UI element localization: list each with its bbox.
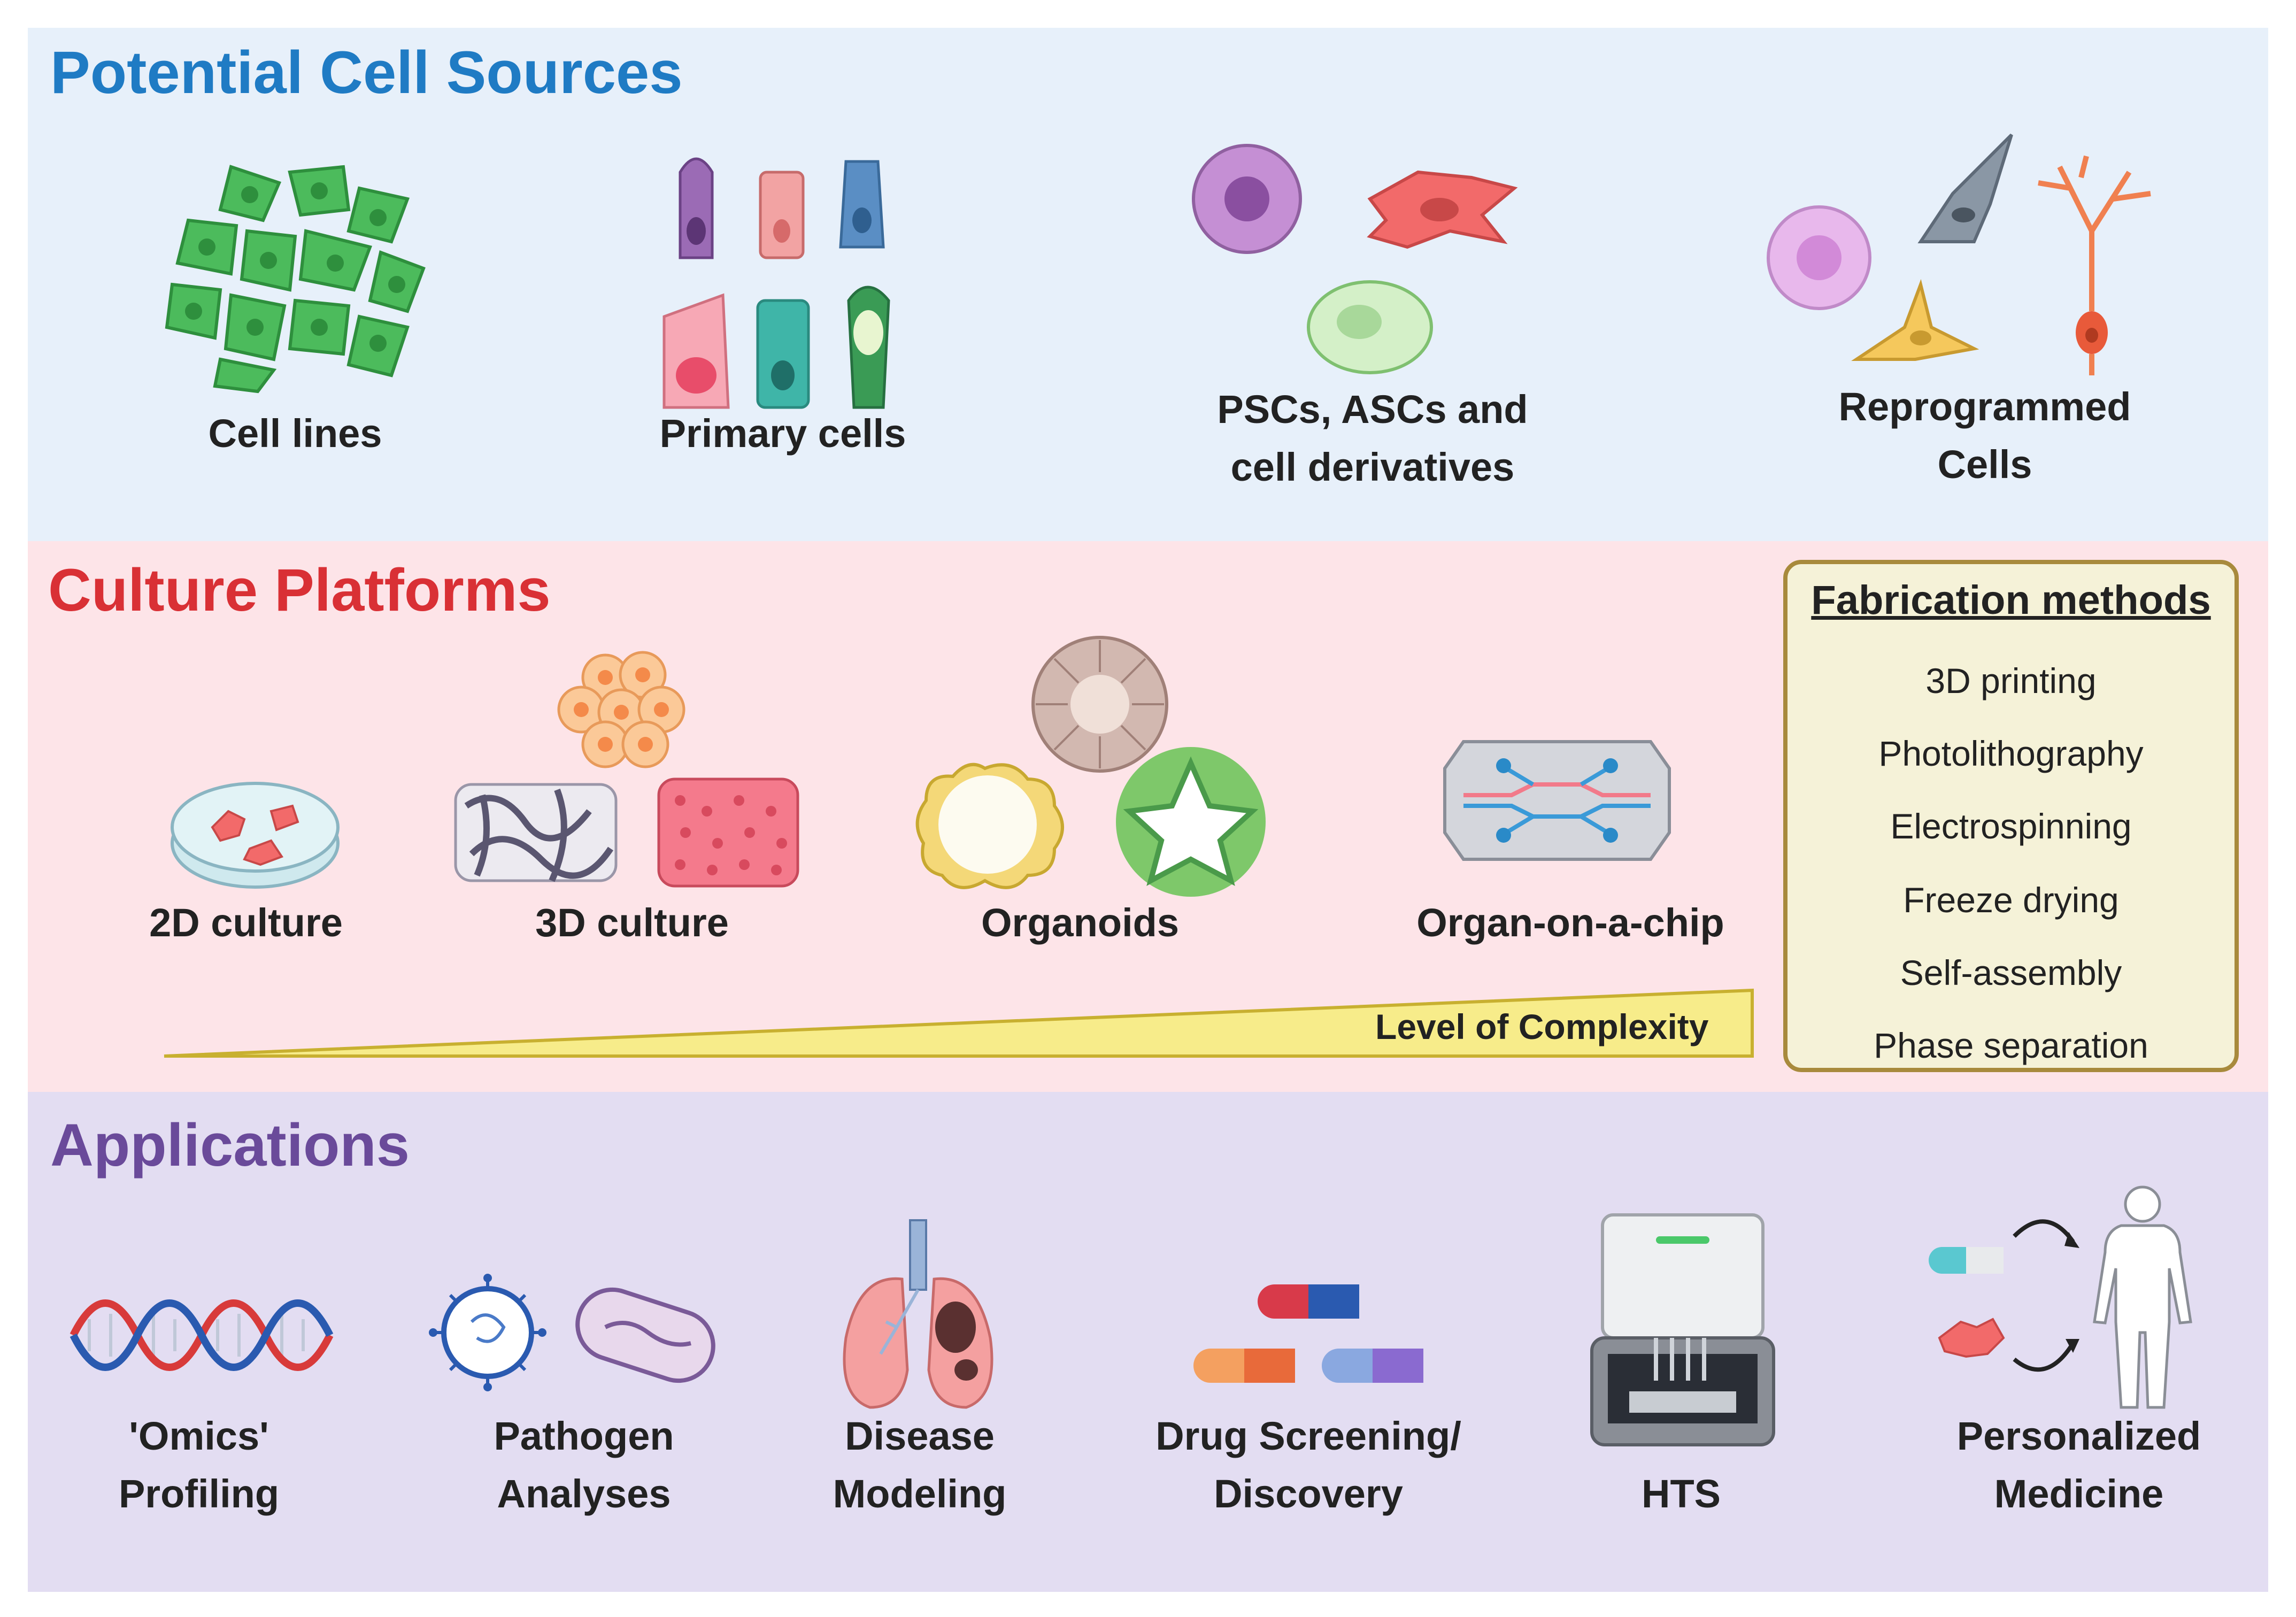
pathogen-icon — [429, 1274, 715, 1391]
reprogrammed-cells-label: Reprogrammed Cells — [1839, 378, 2131, 494]
applications-panel: Applications 'Omics' Profiling Pathogen … — [28, 1092, 2268, 1592]
reprogrammed-cells-label-line1: Reprogrammed — [1838, 384, 2131, 429]
capsules-icon — [1193, 1284, 1423, 1383]
complexity-ramp-icon — [164, 988, 1754, 1058]
organ-on-chip-label: Organ-on-a-chip — [1416, 900, 1724, 945]
primary-cells-icon — [662, 157, 890, 409]
disease-label-line2: Modeling — [833, 1472, 1007, 1516]
stem-cells-label-line2: cell derivatives — [1230, 445, 1515, 489]
drug-label-line1: Drug Screening/ — [1155, 1414, 1461, 1458]
culture-platforms-panel: Culture Platforms 2D culture 3D cu — [28, 541, 2268, 1092]
drug-screening-label: Drug Screening/ Discovery — [1155, 1407, 1461, 1523]
organ-on-chip-icon — [1443, 740, 1671, 861]
complexity-label: Level of Complexity — [1375, 1007, 1709, 1046]
stem-cells-icon — [1192, 144, 1518, 374]
3d-culture-label: 3D culture — [535, 900, 729, 945]
personalized-medicine-icon — [1929, 1185, 2192, 1409]
fabrication-method: Photolithography — [1878, 734, 2144, 773]
fabrication-methods-title: Fabrication methods — [1811, 578, 2211, 623]
organoids-label: Organoids — [981, 900, 1180, 945]
reprogrammed-cells-icon — [1767, 133, 2151, 375]
pathogen-label-line2: Analyses — [497, 1472, 671, 1516]
personalized-label-line1: Personalized — [1956, 1414, 2201, 1458]
dna-helix-icon — [70, 1299, 334, 1371]
drug-label-line2: Discovery — [1214, 1472, 1403, 1516]
applications-title: Applications — [50, 1112, 410, 1179]
stem-cells-label-line1: PSCs, ASCs and — [1217, 387, 1528, 432]
omics-label-line2: Profiling — [118, 1472, 280, 1516]
pathogen-label-line1: Pathogen — [494, 1414, 674, 1458]
organoid-icon — [915, 636, 1266, 897]
hts-machine-icon — [1590, 1213, 1775, 1446]
petri-dish-icon — [171, 782, 340, 889]
cell-lines-label: Cell lines — [208, 411, 382, 456]
pathogen-analyses-label: Pathogen Analyses — [494, 1407, 674, 1523]
cell-line-cluster-icon — [165, 165, 426, 394]
disease-modeling-label: Disease Modeling — [833, 1407, 1007, 1523]
omics-label-line1: 'Omics' — [129, 1414, 269, 1458]
fabrication-method: Freeze drying — [1903, 880, 2119, 920]
culture-platforms-title: Culture Platforms — [48, 557, 551, 623]
stem-cells-label: PSCs, ASCs and cell derivatives — [1217, 381, 1528, 496]
personalized-label-line2: Medicine — [1994, 1472, 2164, 1516]
cell-sources-panel: Potential Cell Sources Cell lines — [28, 28, 2268, 541]
reprogrammed-cells-label-line2: Cells — [1937, 442, 2032, 487]
fabrication-method: Self-assembly — [1900, 953, 2122, 992]
cell-sources-title: Potential Cell Sources — [50, 39, 683, 106]
fabrication-method: 3D printing — [1925, 661, 2097, 700]
2d-culture-label: 2D culture — [149, 900, 343, 945]
fabrication-method: Electrospinning — [1890, 806, 2132, 846]
scaffold-3d-icon — [454, 651, 799, 888]
disease-label-line1: Disease — [845, 1414, 995, 1458]
fabrication-method: Phase separation — [1874, 1026, 2148, 1065]
personalized-medicine-label: Personalized Medicine — [1957, 1407, 2201, 1523]
lungs-icon — [843, 1219, 993, 1409]
hts-label: HTS — [1642, 1472, 1721, 1516]
fabrication-methods-box: Fabrication methods 3D printing Photolit… — [1783, 560, 2239, 1072]
omics-profiling-label: 'Omics' Profiling — [119, 1407, 279, 1523]
primary-cells-label: Primary cells — [659, 411, 906, 456]
